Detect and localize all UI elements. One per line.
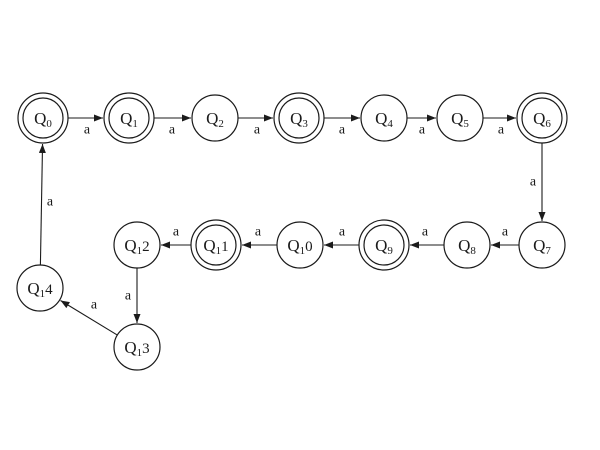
transition-label: a xyxy=(502,225,509,240)
state-label: Q11 xyxy=(203,236,228,257)
state-circle xyxy=(436,94,484,142)
transition-Q9-Q10: a xyxy=(324,225,359,249)
transition-Q14-Q0: a xyxy=(38,143,54,265)
transition-label: a xyxy=(419,123,426,138)
state-label: Q2 xyxy=(206,109,224,130)
state-circle xyxy=(443,221,491,269)
state-inner-circle xyxy=(521,97,563,139)
state-outer-circle xyxy=(516,92,568,144)
transition-label: a xyxy=(339,225,346,240)
state-label: Q6 xyxy=(533,109,551,130)
state-label: Q14 xyxy=(27,279,53,300)
transition-Q2-Q3: a xyxy=(238,114,273,138)
transition-Q0-Q1: a xyxy=(68,114,103,138)
state-label: Q8 xyxy=(458,236,476,257)
state-Q3: Q3 xyxy=(273,92,325,144)
transition-label: a xyxy=(47,195,54,210)
transition-label: a xyxy=(84,123,91,138)
state-Q10: Q10 xyxy=(276,221,324,269)
state-inner-circle xyxy=(195,224,237,266)
state-Q0: Q0 xyxy=(17,92,69,144)
state-Q1: Q1 xyxy=(103,92,155,144)
transition-arrow xyxy=(60,300,118,336)
transition-Q3-Q4: a xyxy=(324,114,360,138)
state-Q8: Q8 xyxy=(443,221,491,269)
state-inner-circle xyxy=(22,97,64,139)
transition-arrow xyxy=(38,143,46,265)
state-Q12: Q12 xyxy=(113,221,161,269)
state-Q4: Q4 xyxy=(360,94,408,142)
transition-Q7-Q8: a xyxy=(491,225,519,249)
transition-label: a xyxy=(169,123,176,138)
state-circle xyxy=(16,264,64,312)
transition-Q10-Q11: a xyxy=(242,225,277,249)
state-label: Q7 xyxy=(533,236,551,257)
state-outer-circle xyxy=(17,92,69,144)
transition-label: a xyxy=(173,225,180,240)
transition-label: a xyxy=(255,225,262,240)
state-label: Q9 xyxy=(375,236,393,257)
transition-Q8-Q9: a xyxy=(410,225,444,249)
state-Q14: Q14 xyxy=(16,264,64,312)
transition-Q5-Q6: a xyxy=(483,114,516,138)
state-circle xyxy=(113,221,161,269)
transition-label: a xyxy=(339,123,346,138)
state-outer-circle xyxy=(190,219,242,271)
state-inner-circle xyxy=(108,97,150,139)
state-label: Q13 xyxy=(124,338,149,359)
state-label: Q4 xyxy=(375,109,393,130)
transition-Q1-Q2: a xyxy=(154,114,191,138)
state-Q5: Q5 xyxy=(436,94,484,142)
state-inner-circle xyxy=(278,97,320,139)
state-inner-circle xyxy=(363,224,405,266)
transition-label: a xyxy=(530,175,537,190)
state-outer-circle xyxy=(273,92,325,144)
transition-label: a xyxy=(498,123,505,138)
state-label: Q12 xyxy=(124,236,149,257)
transition-Q13-Q14: a xyxy=(60,298,118,336)
transition-Q4-Q5: a xyxy=(407,114,436,138)
state-label: Q5 xyxy=(451,109,469,130)
state-circle xyxy=(113,323,161,371)
state-Q2: Q2 xyxy=(191,94,239,142)
state-circle xyxy=(191,94,239,142)
state-outer-circle xyxy=(358,219,410,271)
state-circle xyxy=(360,94,408,142)
state-Q9: Q9 xyxy=(358,219,410,271)
transition-Q11-Q12: a xyxy=(161,225,191,249)
state-outer-circle xyxy=(103,92,155,144)
transition-label: a xyxy=(125,289,132,304)
state-Q13: Q13 xyxy=(113,323,161,371)
transition-Q6-Q7: a xyxy=(530,143,546,221)
state-label: Q3 xyxy=(290,109,308,130)
state-circle xyxy=(518,221,566,269)
transition-Q12-Q13: a xyxy=(125,268,141,323)
state-circle xyxy=(276,221,324,269)
state-Q11: Q11 xyxy=(190,219,242,271)
state-label: Q10 xyxy=(287,236,312,257)
state-Q6: Q6 xyxy=(516,92,568,144)
state-label: Q0 xyxy=(34,109,52,130)
state-Q7: Q7 xyxy=(518,221,566,269)
transition-label: a xyxy=(422,225,429,240)
transition-label: a xyxy=(254,123,261,138)
state-label: Q1 xyxy=(120,109,138,130)
transition-label: a xyxy=(91,298,98,313)
